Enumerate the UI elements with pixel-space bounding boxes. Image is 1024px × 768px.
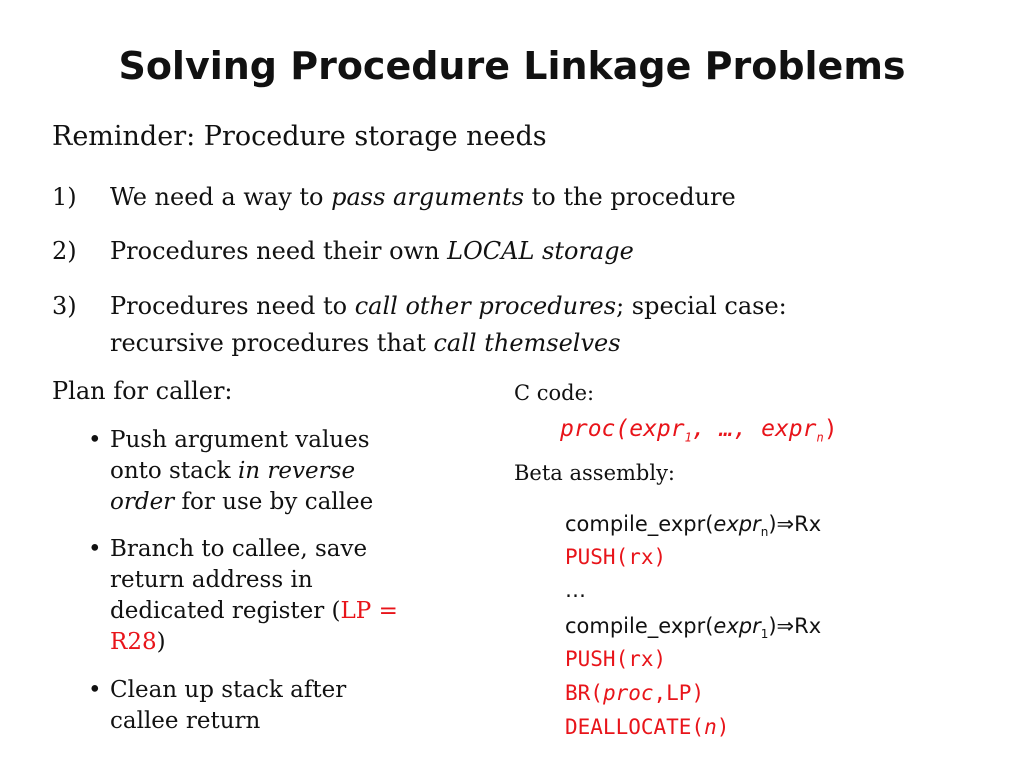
compile-expr-n: compile_expr(exprn)⇒Rx bbox=[565, 512, 822, 540]
need-1: 1)We need a way to pass arguments to the… bbox=[52, 183, 736, 211]
bullet-push-args: • Push argument values onto stack in rev… bbox=[88, 427, 374, 515]
push-rx-2: PUSH(rx) bbox=[565, 647, 667, 671]
ellipsis: … bbox=[565, 578, 586, 602]
c-code-label: C code: bbox=[514, 381, 595, 405]
deallocate-instruction: DEALLOCATE(n) bbox=[565, 715, 730, 739]
beta-label: Beta assembly: bbox=[514, 461, 676, 485]
slide-title: Solving Procedure Linkage Problems bbox=[118, 44, 906, 88]
c-code-call: proc(expr1, …, exprn) bbox=[560, 416, 838, 445]
need-3-cont: recursive procedures that call themselve… bbox=[110, 329, 621, 357]
plan-heading: Plan for caller: bbox=[52, 377, 233, 405]
bullet-cleanup: • Clean up stack after callee return bbox=[88, 677, 347, 734]
reminder-heading: Reminder: Procedure storage needs bbox=[52, 121, 547, 152]
bullet-branch: • Branch to callee, save return address … bbox=[88, 536, 398, 655]
compile-expr-1: compile_expr(expr1)⇒Rx bbox=[565, 614, 822, 642]
need-2: 2)Procedures need their own LOCAL storag… bbox=[52, 237, 634, 265]
push-rx-1: PUSH(rx) bbox=[565, 545, 667, 569]
br-instruction: BR(proc,LP) bbox=[565, 681, 705, 705]
need-3: 3)Procedures need to call other procedur… bbox=[52, 292, 787, 320]
